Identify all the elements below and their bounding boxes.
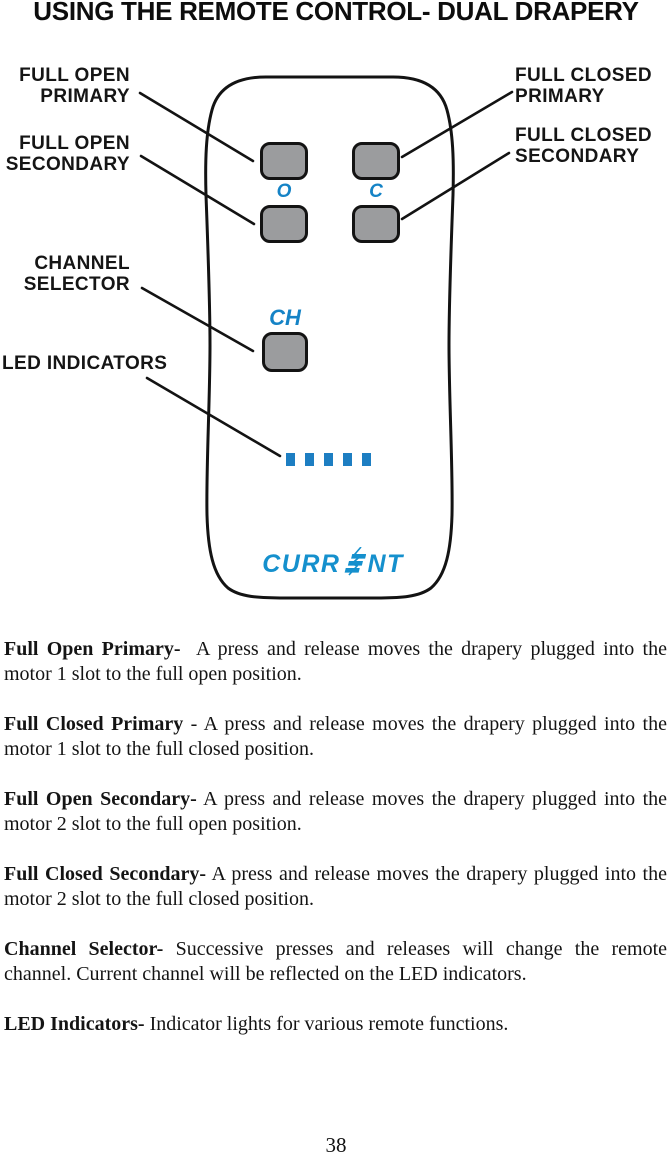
- definition: Indicator lights for various remote func…: [144, 1013, 509, 1035]
- term: Full Closed Secondary-: [4, 863, 207, 885]
- callout-line-led-indicators: [145, 376, 282, 458]
- callout-line1: LED INDICATORS: [2, 353, 168, 374]
- callout-line-full-open-primary: [138, 91, 255, 163]
- callout-line-full-closed-primary: [400, 90, 514, 159]
- logo-stylized-e-icon: [345, 547, 367, 576]
- term: Full Open Secondary-: [4, 788, 197, 810]
- led-indicator: [324, 453, 333, 466]
- callout-line2: SELECTOR: [23, 274, 130, 295]
- paragraph-full-closed-secondary: Full Closed Secondary- A press and relea…: [4, 862, 667, 912]
- button-full-closed-secondary: [352, 205, 400, 243]
- led-indicator: [362, 453, 371, 466]
- logo-text-right: NT: [367, 549, 404, 578]
- callout-line-channel-selector: [140, 286, 255, 353]
- page-title: USING THE REMOTE CONTROL- DUAL DRAPERY: [33, 0, 639, 26]
- callout-label-led-indicators: LED INDICATORS: [2, 353, 167, 374]
- callout-label-full-open-primary: FULL OPEN PRIMARY: [0, 65, 130, 107]
- page-number: 38: [325, 1133, 347, 1157]
- callout-line2: PRIMARY: [515, 86, 605, 107]
- logo-text-left: CURR: [262, 549, 341, 578]
- definition: A press and release moves the drapery pl…: [4, 638, 667, 685]
- callout-lines: [138, 90, 514, 458]
- led-indicator: [305, 453, 314, 466]
- led-indicator: [343, 453, 352, 466]
- remote-diagram: FULL OPEN PRIMARY FULL OPEN SECONDARY CH…: [0, 65, 652, 600]
- callout-label-full-closed-primary: FULL CLOSED PRIMARY: [515, 65, 652, 107]
- term: LED Indicators-: [4, 1013, 145, 1035]
- callout-line1: FULL OPEN: [19, 65, 130, 86]
- callout-line-full-open-secondary: [139, 154, 256, 226]
- channel-letter: CH: [269, 305, 301, 330]
- callout-line2: PRIMARY: [40, 86, 130, 107]
- button-channel-selector: [262, 332, 308, 372]
- callout-line1: FULL CLOSED: [515, 65, 653, 86]
- current-logo: CURR NT: [245, 547, 421, 579]
- led-indicator: [286, 453, 295, 466]
- callout-label-full-closed-secondary: FULL CLOSED SECONDARY: [515, 125, 652, 167]
- button-full-open-primary: [260, 142, 308, 180]
- led-indicator-row: [286, 453, 371, 466]
- open-letter: O: [276, 181, 292, 202]
- definition: A press and release moves the drapery pl…: [4, 788, 667, 835]
- close-letter: C: [369, 181, 383, 202]
- paragraph-full-closed-primary: Full Closed Primary - A press and releas…: [4, 712, 667, 762]
- term: Full Closed Primary: [4, 713, 184, 735]
- definition: A press and release moves the drapery pl…: [4, 863, 667, 910]
- paragraph-full-open-secondary: Full Open Secondary- A press and release…: [4, 787, 667, 837]
- definition: - A press and release moves the drapery …: [4, 713, 667, 760]
- paragraph-full-open-primary: Full Open Primary- A press and release m…: [4, 637, 667, 687]
- callout-label-full-open-secondary: FULL OPEN SECONDARY: [0, 133, 130, 175]
- callout-line2: SECONDARY: [515, 146, 640, 167]
- definition: Successive presses and releases will cha…: [4, 938, 668, 985]
- body-text: Full Open Primary- A press and release m…: [4, 637, 667, 1062]
- callout-line-full-closed-secondary: [400, 151, 511, 221]
- callout-label-channel-selector: CHANNEL SELECTOR: [0, 253, 130, 295]
- callout-line2: SECONDARY: [5, 154, 130, 175]
- callout-line1: FULL OPEN: [19, 133, 130, 154]
- button-full-open-secondary: [260, 205, 308, 243]
- term: Full Open Primary-: [4, 638, 181, 660]
- button-full-closed-primary: [352, 142, 400, 180]
- callout-line1: FULL CLOSED: [515, 125, 653, 146]
- callout-line1: CHANNEL: [34, 253, 130, 274]
- paragraph-channel-selector: Channel Selector- Successive presses and…: [4, 937, 667, 987]
- term: Channel Selector-: [4, 938, 164, 960]
- paragraph-led-indicators: LED Indicators- Indicator lights for var…: [4, 1012, 667, 1037]
